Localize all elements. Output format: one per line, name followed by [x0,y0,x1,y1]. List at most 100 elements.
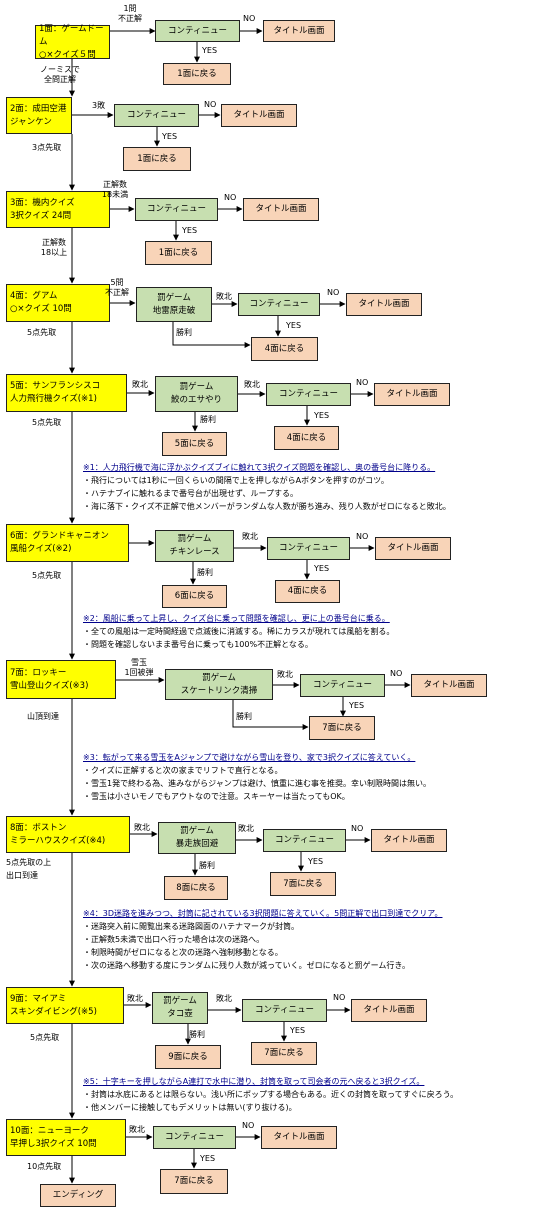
note-3-line-3: ・雪玉は小さいモノでもアウトなので注意。スキーヤーは当たってもOK。 [83,792,350,801]
stage-7-return-box: 7面に戻る [309,716,375,740]
stage-8-defeat-label-2: 敗北 [238,824,254,833]
stage-7-fail-line1: 雪玉 [131,658,147,667]
stage-5-penalty-box: 罰ゲーム 鮫のエサやり [155,376,238,412]
stage-10-defeat-label: 敗北 [129,1125,145,1134]
note-4-line-3: ・制限時間がゼロになると次の迷路へ強制移動となる。 [83,948,283,957]
stage-1-fail-condition: 1問 不正解 [112,4,148,24]
stage-2-title-screen-box: タイトル画面 [221,104,297,127]
stage-3-box: 3面：機内クイズ 3択クイズ 24問 [6,191,110,228]
stage-7-win-label: 勝利 [236,712,252,721]
stage-10-box: 10面：ニューヨーク 早押し3択クイズ 10問 [6,1119,126,1156]
stage-4-name: 4面：グアム [10,291,58,301]
stage-8-pass-line1: 5点先取の上 [6,858,52,867]
note-5-heading: ※5：十字キーを押しながらA連打で水中に潜り、封筒を取って司会者の元へ戻ると3択… [83,1077,425,1086]
stage-5-defeat-label-2: 敗北 [244,380,260,389]
note-3-line-2: ・雪玉1発で終わる為、進みながらジャンプは避け、慎重に進む事を推奨。幸い制限時間… [83,779,432,788]
stage-10-game: 早押し3択クイズ 10問 [10,1138,97,1149]
stage-7-penalty-box: 罰ゲーム スケートリンク清掃 [165,669,273,700]
note-3: ※3：転がって来る雪玉をAジャンプで避けながら雪山を登り、家で3択クイズに答えて… [83,751,431,803]
stage-5-continue-box: コンティニュー [266,383,351,406]
stage-4-title-screen-box: タイトル画面 [346,293,422,316]
stage-7-fail-line2: 1回被弾 [124,668,154,677]
stage-3-fail-line1: 正解数 [103,180,127,189]
stage-5-penalty-head: 罰ゲーム [179,382,214,392]
stage-10-return-box: 7面に戻る [160,1169,228,1194]
stage-9-no-label: NO [333,993,346,1002]
stage-7-box: 7面：ロッキー 雪山登山クイズ(※3) [6,660,116,699]
stage-10-title-screen-box: タイトル画面 [261,1126,337,1149]
note-4-heading: ※4：3D迷路を進みつつ、封筒に記されている3択問題に答えていく。5問正解で出口… [83,909,443,918]
stage-2-yes-label: YES [162,132,178,141]
stage-5-penalty-game: 鮫のエサやり [170,395,222,405]
stage-4-fail-line2: 不正解 [105,288,129,297]
stage-4-return-box: 4面に戻る [251,337,318,361]
stage-2-fail-condition: 3敗 [92,101,106,110]
stage-2-name: 2面：成田空港 [10,103,67,114]
stage-6-name: 6面：グランドキャニオン [10,531,109,541]
stage-8-pass-line2: 出口到達 [6,871,38,880]
stage-6-game: 風船クイズ(※2) [10,544,72,554]
stage-8-no-label: NO [351,824,364,833]
stage-9-yes-label: YES [290,1026,306,1035]
stage-7-defeat-label: 敗北 [277,670,293,679]
stage-9-defeat-label-2: 敗北 [216,994,232,1003]
stage-8-penalty-head: 罰ゲーム [180,826,214,836]
stage-3-pass-line2: 18以上 [40,248,68,257]
note-5: ※5：十字キーを押しながらA連打で水中に潜り、封筒を取って司会者の元へ戻ると3択… [83,1075,458,1114]
stage-9-penalty-game: タコ壺 [167,1009,193,1019]
stage-5-return-box-1: 5面に戻る [162,432,227,456]
note-1-line-2: ・ハテナブイに触れるまで番号台が出現せず、ループする。 [83,489,298,498]
stage-1-pass-line1: ノーミスで [40,65,80,74]
stage-8-penalty-box: 罰ゲーム 暴走族回避 [158,822,236,854]
stage-7-fail-condition: 雪玉 1回被弾 [115,658,163,678]
stage-3-no-label: NO [224,193,237,202]
stage-3-game: 3択クイズ 24問 [10,210,72,221]
stage-8-pass-condition: 5点先取の上 出口到達 [6,858,51,884]
stage-2-game: ジャンケン [10,116,52,127]
stage-9-pass-condition: 5点先取 [30,1033,60,1042]
stage-1-continue-box: コンティニュー [155,20,240,42]
stage-1-name: 1面：ゲームドーム [39,23,104,47]
note-4-line-4: ・次の迷路へ移動する度にランダムに残り人数が減っていく。ゼロになると罰ゲーム行き… [83,961,410,970]
stage-4-no-label: NO [327,288,340,297]
stage-8-return-box-1: 8面に戻る [164,876,228,900]
note-1-line-3: ・海に落下・クイズ不正解で他メンバーがランダムな人数が勝ち進み、残り人数がゼロに… [83,502,451,511]
stage-7-penalty-game: スケートリンク清掃 [180,685,258,696]
stage-9-win-label: 勝利 [189,1030,205,1039]
stage-1-pass-condition: ノーミスで 全問正解 [30,65,90,85]
stage-4-yes-label: YES [286,321,302,330]
stage-10-no-label: NO [242,1121,255,1130]
stage-5-title-screen-box: タイトル画面 [374,383,450,406]
stage-1-fail-line2: 不正解 [118,14,142,23]
stage-9-penalty-box: 罰ゲーム タコ壺 [152,992,208,1024]
stage-4-box: 4面：グアム ○×クイズ 10問 [6,284,110,322]
stage-3-fail-condition: 正解数 18未満 [95,180,135,200]
stage-8-game: ミラーハウスクイズ(※4) [10,835,106,846]
stage-6-pass-condition: 5点先取 [32,571,62,580]
stage-6-win-label: 勝利 [197,568,213,577]
stage-9-game: スキンダイビング(※5) [10,1006,97,1017]
stage-3-pass-condition: 正解数 18以上 [30,238,78,258]
stage-5-pass-condition: 5点先取 [32,418,62,427]
note-2-heading: ※2：風船に乗って上昇し、クイズ台に乗って問題を確認し、更に上の番号台に乗る。 [83,614,390,623]
stage-6-return-box-2: 4面に戻る [275,580,340,603]
note-5-line-2: ・他メンバーに接触してもデメリットは無い(すり抜ける)。 [83,1103,297,1112]
stage-8-box: 8面：ボストン ミラーハウスクイズ(※4) [6,816,130,853]
stage-10-name: 10面：ニューヨーク [10,1125,89,1136]
stage-5-name: 5面：サンフランシスコ [10,381,101,391]
stage-3-yes-label: YES [182,226,198,235]
stage-4-penalty-game: 地雷原走破 [152,305,196,316]
note-2-line-1: ・全ての風船は一定時間経過で点滅後に消滅する。稀にカラスが現れては風船を割る。 [83,627,395,636]
note-4-line-1: ・迷路突入前に閲覧出来る迷路図面のハテナマークが封筒。 [83,922,299,931]
stage-4-pass-condition: 5点先取 [27,328,57,337]
stage-1-title-screen-box: タイトル画面 [263,20,335,42]
stage-2-return-box: 1面に戻る [123,147,191,171]
stage-10-pass-condition: 10点先取 [27,1162,62,1171]
stage-5-return-box-2: 4面に戻る [274,426,339,450]
note-1-heading: ※1：人力飛行機で海に浮かぶクイズブイに触れて3択クイズ問題を確認し、奥の番号台… [83,463,436,472]
stage-3-return-box: 1面に戻る [145,241,212,265]
stage-4-penalty-box: 罰ゲーム 地雷原走破 [136,287,212,322]
stage-6-title-screen-box: タイトル画面 [375,537,451,560]
stage-7-penalty-head: 罰ゲーム [202,672,236,683]
